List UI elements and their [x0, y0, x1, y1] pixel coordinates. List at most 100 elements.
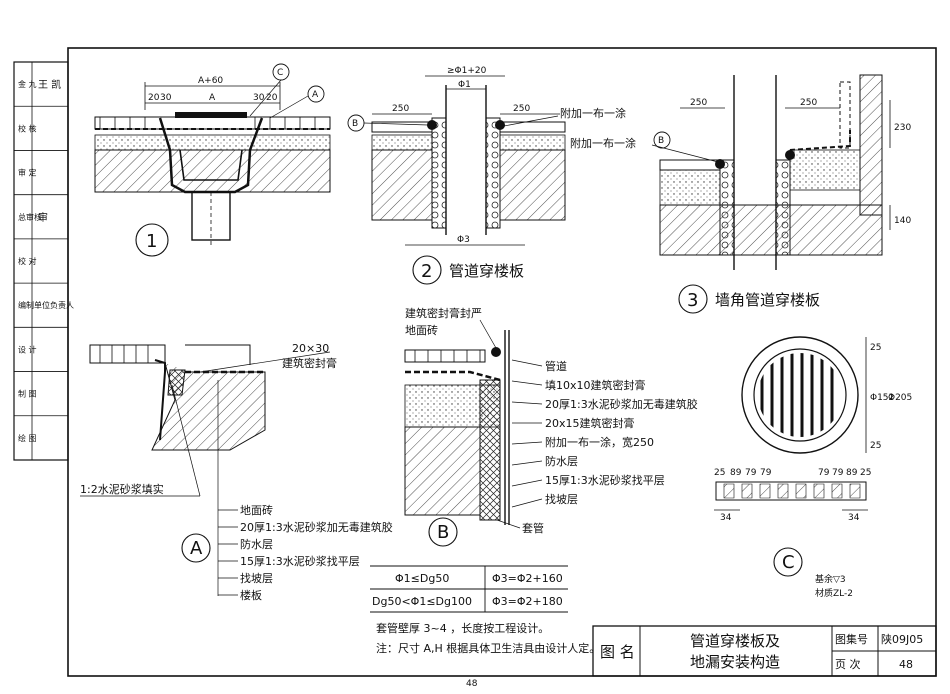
detailA-letter: A	[190, 538, 203, 559]
detailB-layer-label: 管道	[545, 359, 567, 373]
detail3-note: 附加一布一涂	[570, 136, 636, 150]
detail2-dim-2: 250	[392, 104, 409, 114]
detail2-number: 2	[421, 261, 432, 282]
detail1-callout-c: C	[277, 68, 283, 78]
detailB-layer-label: 填10x10建筑密封膏	[545, 378, 646, 392]
side-row-label: 制 图	[18, 389, 37, 399]
detailA-layer-label: 15厚1:3水泥砂浆找平层	[240, 554, 360, 568]
detailB-layer-label: 防水层	[545, 454, 578, 468]
detailC-bottom-dims-f: 79	[832, 468, 844, 478]
detailB-top-label-0: 建筑密封膏封严	[405, 306, 482, 320]
detail-A-drain-edge: 20×30 建筑密封膏 1:2水泥砂浆填实 地面砖20厚1:3水泥砂浆加无毒建筑…	[80, 342, 393, 602]
detail1-dim-3: A	[209, 93, 216, 103]
detail-1-floor-drain: A+60 20 30 A 30 20 C A 1	[94, 63, 331, 257]
title-label-page: 页 次	[835, 657, 861, 671]
side-row-signature: 审	[38, 211, 48, 224]
side-row-label: 校 对	[18, 256, 37, 266]
detail3-dim-1: 250	[800, 98, 817, 108]
detail1-dim-1: 20	[148, 93, 160, 103]
detail-C-grate: 25 Φ152 Φ205 25 25 89 79 79 79 79 89 25 …	[714, 336, 912, 599]
detailC-bottom-dims-b: 89	[730, 468, 742, 478]
detail2-title: 管道穿楼板	[449, 262, 524, 280]
side-row-label: 绘 图	[18, 433, 37, 443]
detailB-layer-label: 找坡层	[545, 492, 578, 506]
page-number-box: 48	[899, 658, 913, 671]
detail2-callout-b: B	[352, 119, 358, 129]
detail1-callout-a: A	[312, 90, 319, 100]
detailB-layer-label: 15厚1:3水泥砂浆找平层	[545, 473, 665, 487]
side-row-label: 编制单位负责人	[18, 300, 74, 310]
table-r0-c0: Φ1≤Dg50	[395, 572, 449, 585]
detail1-dim-5: 20	[266, 93, 278, 103]
detailC-dim-0: 25	[870, 343, 881, 353]
detailC-dim-3: 25	[870, 441, 881, 451]
detail-2-pipe-through-slab: ≥Φ1+20 Φ1 250 250 Φ3 B 附加一布一涂 2 管道穿楼板	[347, 66, 626, 285]
detailA-left-note: 1:2水泥砂浆填实	[80, 482, 164, 496]
detailB-top-label-1: 地面砖	[405, 323, 438, 337]
detailA-layer-label: 防水层	[240, 537, 273, 551]
detail2-dim-0: ≥Φ1+20	[447, 66, 487, 76]
detailB-layer-label: 20x15建筑密封膏	[545, 416, 635, 430]
page-number: 48	[466, 679, 478, 689]
detailC-bottom-dims-h: 25	[860, 468, 871, 478]
side-row-label: 设 计	[18, 344, 37, 354]
detailC-material-2: 材质ZL-2	[815, 587, 853, 599]
detail-3-corner-pipe: 250 250 230 140 附加一布一涂 B 3 墙角管道穿楼板	[570, 74, 911, 314]
detail3-title: 墙角管道穿楼板	[715, 291, 820, 309]
table-r1-c1: Φ3=Φ2+180	[492, 595, 563, 608]
side-row-label: 总审核	[18, 212, 42, 222]
side-row-label: 金 九	[18, 79, 37, 89]
side-row-label: 校 核	[18, 123, 37, 133]
detailC-bottom-dims-g: 89	[846, 468, 858, 478]
atlas-number: 陕09J05	[881, 632, 923, 646]
detailC-material-1: 基余▽3	[815, 573, 846, 585]
detail1-dim-4: 30	[253, 93, 265, 103]
pipe-size-table: Φ1≤Dg50 Φ3=Φ2+160 Dg50<Φ1≤Dg100 Φ3=Φ2+18…	[370, 565, 568, 613]
detailC-dim-2: Φ205	[888, 393, 912, 403]
side-row-label: 审 定	[18, 168, 37, 178]
detail3-dim-2: 230	[894, 123, 911, 133]
note-0: 套管壁厚 3~4 ，长度按工程设计。	[376, 621, 549, 635]
detailA-top-note: 20×30	[292, 342, 329, 355]
detail2-dim-4: Φ3	[457, 235, 470, 245]
detail3-dim-0: 250	[690, 98, 707, 108]
detailC-bottom-dims-e: 79	[818, 468, 830, 478]
drawing-title-1: 管道穿楼板及	[690, 632, 780, 650]
detailC-bottom-dims-a: 25	[714, 468, 725, 478]
detail2-dim-3: 250	[513, 104, 530, 114]
detail1-dim-0: A+60	[198, 76, 223, 86]
title-label-drawing: 图 名	[600, 643, 635, 661]
detail3-dim-3: 140	[894, 216, 911, 226]
detailA-top-note2: 建筑密封膏	[282, 356, 337, 370]
detailB-layer-label: 附加一布一涂，宽250	[545, 435, 654, 449]
detailC-bottom-dims-j: 34	[848, 513, 860, 523]
detailC-letter: C	[782, 552, 795, 573]
detailA-layer-label: 20厚1:3水泥砂浆加无毒建筑胶	[240, 520, 393, 534]
detailC-dim-1: Φ152	[870, 393, 894, 403]
note-1: 注：尺寸 A,H 根据具体卫生洁具由设计人定。	[376, 641, 600, 655]
drawing-title-2: 地漏安装构造	[690, 653, 780, 671]
detail1-number-circle	[135, 223, 169, 257]
table-r1-c0: Dg50<Φ1≤Dg100	[372, 595, 472, 608]
detail1-number: 1	[146, 231, 157, 252]
detail3-callout-b: B	[658, 136, 664, 146]
detailB-layer-label: 20厚1:3水泥砂浆加无毒建筑胶	[545, 397, 698, 411]
table-r0-c1: Φ3=Φ2+160	[492, 572, 563, 585]
detail1-dim-2: 30	[160, 93, 172, 103]
detailC-bottom-dims-c: 79	[745, 468, 757, 478]
detailA-layer-label: 楼板	[240, 588, 262, 602]
detailB-letter: B	[437, 522, 449, 543]
side-row-signature: 王 凯	[38, 78, 61, 91]
detail2-note: 附加一布一涂	[560, 106, 626, 120]
title-block: 图 名 管道穿楼板及 地漏安装构造 图集号 陕09J05 页 次 48	[592, 625, 937, 677]
side-signature-block: 金 九王 凯校 核审 定总审核审校 对编制单位负责人设 计制 图绘 图	[13, 61, 74, 461]
detailA-layer-label: 找坡层	[240, 571, 273, 585]
detail2-dim-1: Φ1	[458, 80, 471, 90]
detailC-bottom-dims-i: 34	[720, 513, 732, 523]
detail3-number: 3	[687, 290, 698, 311]
detailC-bottom-dims-d: 79	[760, 468, 772, 478]
title-label-atlas: 图集号	[835, 632, 868, 646]
